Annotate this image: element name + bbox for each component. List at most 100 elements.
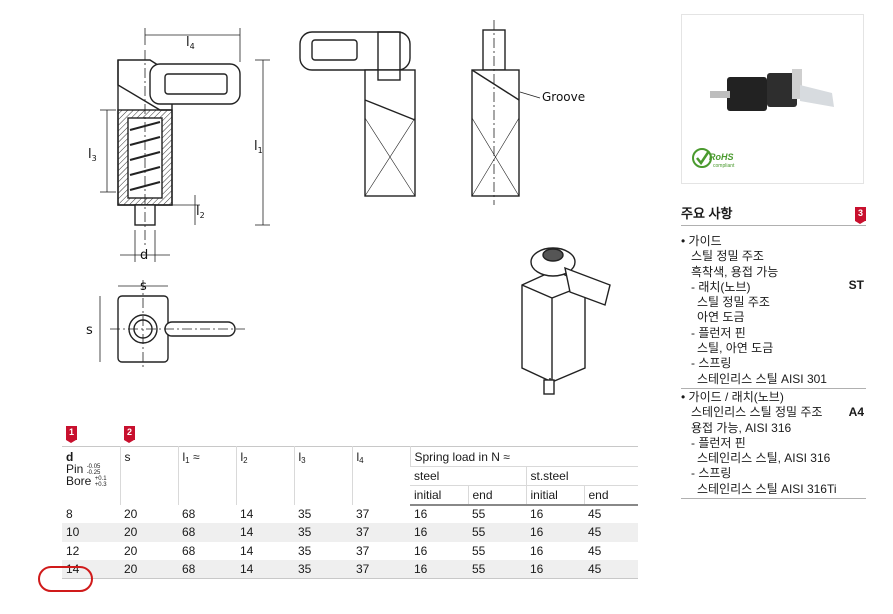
label-s-side: s xyxy=(86,323,93,338)
spec-line: • 가이드 / 래치(노브) xyxy=(681,389,784,404)
label-l2: l2 xyxy=(196,204,205,220)
col-d-header: d Pin -0.05-0.25 Bore +0.1+0.3 xyxy=(66,450,107,488)
spring-load-header: Spring load in N ≈ xyxy=(409,446,638,467)
column-badge-d: 1 xyxy=(66,426,77,443)
col-l1-header: l1 ≈ xyxy=(177,446,236,505)
spec-title: 주요 사항 xyxy=(681,205,733,221)
table-cell: 55 xyxy=(468,523,526,542)
spec-code-a4: A4 xyxy=(848,404,864,419)
table-cell: 55 xyxy=(472,543,486,558)
spec-panel: 주요 사항 3 ST • 가이드 스틸 정밀 주조 흑착색, 용접 가능 - 래… xyxy=(681,202,866,500)
table-cell: 55 xyxy=(472,507,486,522)
table-cell: 14 xyxy=(62,560,120,579)
col-l4-header: l4 xyxy=(351,446,410,505)
spec-line: 스틸, 아연 도금 xyxy=(697,341,774,356)
table-cell: 20 xyxy=(120,523,178,542)
spec-line: 용접 가능, AISI 316 xyxy=(691,420,792,435)
table-cell: 14 xyxy=(236,523,294,542)
table-cell: 37 xyxy=(356,543,370,558)
spec-line: 스테인리스 스틸 정밀 주조 xyxy=(691,405,823,420)
table-cell: 16 xyxy=(414,507,428,522)
spec-line: 스테인리스 스틸 AISI 316Ti xyxy=(697,481,837,496)
table-cell: 8 xyxy=(66,506,73,521)
spec-group-a4: A4 • 가이드 / 래치(노브) 스테인리스 스틸 정밀 주조 용접 가능, … xyxy=(681,389,866,500)
table-cell: 37 xyxy=(356,506,370,521)
front-view-drawing xyxy=(100,28,270,262)
table-cell: 16 xyxy=(410,523,468,542)
table-cell: 37 xyxy=(352,560,410,579)
column-badge-s: 2 xyxy=(124,426,135,443)
dimensions-table: d Pin -0.05-0.25 Bore +0.1+0.3 s l1 ≈ l2… xyxy=(62,446,638,579)
spec-line: 스틸 정밀 주조 xyxy=(691,249,764,264)
steel-header: steel xyxy=(410,466,526,486)
end-header: end xyxy=(583,485,638,506)
label-s-top: s xyxy=(140,279,147,294)
label-d: d xyxy=(140,248,148,263)
table-cell: 20 xyxy=(120,560,178,579)
table-cell: 35 xyxy=(298,506,312,521)
table-cell: 68 xyxy=(178,523,236,542)
table-cell: 14 xyxy=(240,543,254,558)
table-cell: 68 xyxy=(182,543,196,558)
end-header: end xyxy=(467,485,526,506)
table-badges: 1 2 xyxy=(66,426,166,443)
table-cell: 68 xyxy=(182,506,196,521)
product-image xyxy=(710,69,834,111)
table-cell: 45 xyxy=(584,560,638,579)
spec-line: 스테인리스 스틸 AISI 301 xyxy=(697,371,827,386)
table-cell: 20 xyxy=(124,543,138,558)
rohs-logo-icon: RoHS compliant xyxy=(692,148,735,169)
spec-line: 아연 도금 xyxy=(697,310,745,325)
ststeel-header: st.steel xyxy=(525,466,638,486)
table-cell: 45 xyxy=(584,523,638,542)
col-s-header: s xyxy=(119,446,178,505)
spec-line: 흑착색, 용접 가능 xyxy=(691,264,779,279)
table-cell: 16 xyxy=(414,543,428,558)
spec-badge: 3 xyxy=(855,206,866,224)
spec-code-st: ST xyxy=(848,278,864,292)
table-cell: 45 xyxy=(588,543,602,558)
col-l2-header: l2 xyxy=(235,446,294,505)
table-cell: 20 xyxy=(124,506,138,521)
spec-line: - 스프링 xyxy=(691,356,732,371)
table-cell: 35 xyxy=(294,560,352,579)
spec-line: - 래치(노브) xyxy=(691,279,751,294)
label-l3: l3 xyxy=(88,147,97,163)
side-view-drawing xyxy=(299,31,416,197)
spec-header: 주요 사항 3 xyxy=(681,202,866,226)
top-view-drawing xyxy=(99,280,245,370)
table-cell: 14 xyxy=(236,560,294,579)
spec-group-st: ST • 가이드 스틸 정밀 주조 흑착색, 용접 가능 - 래치(노브) 스틸… xyxy=(681,226,866,389)
table-cell: 35 xyxy=(294,523,352,542)
table-cell: 37 xyxy=(352,523,410,542)
table-cell: 35 xyxy=(298,543,312,558)
highlight-annotation xyxy=(38,566,93,592)
groove-view-drawing xyxy=(471,20,541,205)
spec-line: - 플런저 핀 xyxy=(691,435,746,450)
table-cell: 10 xyxy=(62,523,120,542)
spec-line: - 플런저 핀 xyxy=(691,325,746,340)
table-cell: 16 xyxy=(530,507,544,522)
table-cell: 16 xyxy=(410,560,468,579)
label-l1: l1 xyxy=(254,139,263,155)
product-photo: RoHS compliant xyxy=(681,14,864,184)
spec-line: - 스프링 xyxy=(691,466,732,481)
spec-line: 스테인리스 스틸, AISI 316 xyxy=(697,451,831,466)
col-l3-header: l3 xyxy=(293,446,352,505)
technical-drawings: l4 l1 l3 l2 d s s Groove xyxy=(86,20,611,395)
label-l4: l4 xyxy=(186,35,195,51)
isometric-drawing xyxy=(521,247,611,395)
table-cell: 16 xyxy=(526,523,584,542)
spec-line: 스틸 정밀 주조 xyxy=(697,295,770,310)
table-cell: 14 xyxy=(240,506,254,521)
table-cell: 68 xyxy=(178,560,236,579)
svg-text:compliant: compliant xyxy=(713,163,735,169)
table-cell: 16 xyxy=(526,560,584,579)
initial-header: initial xyxy=(525,485,584,506)
table-cell: 12 xyxy=(66,543,80,558)
table-cell: 45 xyxy=(588,507,602,522)
rohs-badge: RoHS compliant xyxy=(692,145,740,176)
